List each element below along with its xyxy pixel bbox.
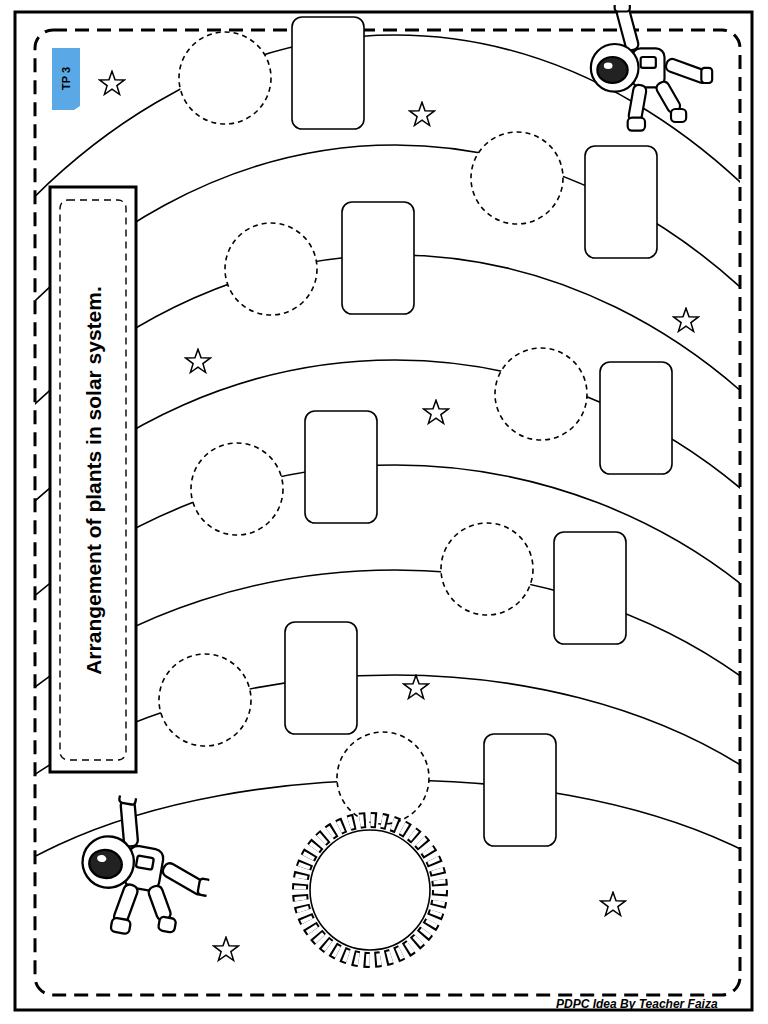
worksheet-title: Arrangement of plants in solar system. (82, 286, 103, 675)
credit-note: PDPC Idea By Teacher Faiza (556, 998, 718, 1010)
tag-label: TP 3 (61, 66, 72, 89)
